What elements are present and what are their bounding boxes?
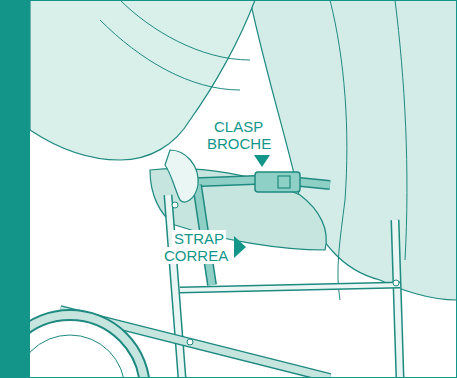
clasp-buckle <box>255 172 300 192</box>
waist-strap <box>300 182 330 185</box>
rivet <box>393 280 399 286</box>
canopy-seam <box>100 20 240 90</box>
part-label: STRAP <box>172 230 226 247</box>
wheel-rim <box>15 335 125 378</box>
pointer-arrow <box>254 155 270 167</box>
side-band <box>0 0 30 378</box>
frame-tube <box>180 285 400 290</box>
clasp-buckle <box>278 176 290 188</box>
rivet <box>187 339 193 345</box>
frame-tube <box>395 220 400 378</box>
frame-tube <box>395 220 400 378</box>
part-label: CORREA <box>162 247 230 264</box>
part-label: CLASP <box>212 118 265 135</box>
frame-tube <box>168 195 182 378</box>
waist-strap <box>300 182 330 185</box>
canopy-seam <box>120 0 250 60</box>
fabric-fold <box>330 0 347 300</box>
hand <box>165 150 198 202</box>
seat-fabric <box>250 0 457 300</box>
pointer-arrow <box>234 236 246 258</box>
part-label: BROCHE <box>205 135 273 152</box>
frame-tube <box>168 195 182 378</box>
rivet <box>172 202 178 208</box>
frame-tube <box>180 285 400 290</box>
